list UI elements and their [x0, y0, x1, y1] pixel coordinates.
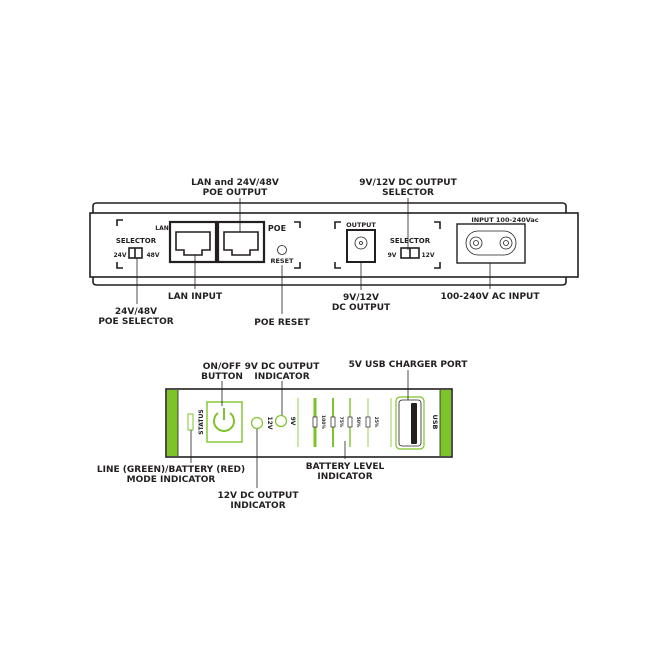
callout-on-off-1: ON/OFF	[203, 362, 241, 372]
callout-9v-indicator-1: 9V DC OUTPUT	[245, 362, 321, 372]
selector-text: SELECTOR	[116, 237, 157, 245]
poe-reset-button[interactable]	[277, 245, 287, 255]
9v-text: 9V	[388, 252, 397, 259]
front-panel: STATUS 12V 9V 100% 75% 50% 25% USB O	[97, 360, 468, 511]
lan-text: LAN	[155, 225, 169, 232]
dc-jack-socket	[354, 236, 368, 250]
selector-text: SELECTOR	[390, 237, 431, 245]
callout-battery-level-2: INDICATOR	[317, 472, 372, 482]
lan-input-port[interactable]	[168, 220, 218, 264]
callout-poe-selector-2: POE SELECTOR	[98, 317, 173, 327]
dc-output-jack[interactable]	[346, 229, 376, 263]
48v-text: 48V	[147, 252, 160, 259]
battery-led-100	[312, 416, 318, 428]
callout-battery-level-1: BATTERY LEVEL	[306, 462, 385, 472]
battery-level-indicator: 100% 75% 50% 25%	[312, 398, 379, 447]
callout-mode-indicator-1: LINE (GREEN)/BATTERY (RED)	[97, 465, 245, 475]
power-button[interactable]	[206, 401, 243, 443]
rear-top-edge	[92, 202, 567, 213]
24v-text: 24V	[114, 252, 127, 259]
usb-text: USB	[431, 415, 439, 430]
ac-pin	[503, 240, 509, 246]
output-text: OUTPUT	[346, 221, 376, 229]
rear-panel-face	[89, 212, 579, 278]
status-text: STATUS	[198, 409, 205, 434]
callout-lan-poe-output-2: POE OUTPUT	[203, 188, 269, 198]
usb-slot	[411, 403, 417, 444]
callout-12v-indicator-1: 12V DC OUTPUT	[218, 491, 300, 501]
poe-output-port[interactable]	[216, 220, 266, 264]
callout-dc-selector-2: SELECTOR	[382, 188, 434, 198]
battery-led-50	[347, 416, 353, 428]
callout-lan-poe-output-1: LAN and 24V/48V	[191, 178, 279, 188]
callout-dc-selector-1: 9V/12V DC OUTPUT	[359, 178, 457, 188]
callout-lan-input: LAN INPUT	[168, 292, 223, 302]
12v-led-text: 12V	[266, 417, 273, 430]
ac-pin	[469, 236, 483, 250]
dc-bracket	[334, 221, 441, 269]
callout-ac-input: 100-240V AC INPUT	[440, 292, 540, 302]
battery-text-75: 75%	[338, 417, 344, 428]
callout-usb-port: 5V USB CHARGER PORT	[349, 360, 469, 370]
ac-input-socket[interactable]	[456, 223, 526, 264]
9v-led-text: 9V	[289, 417, 296, 426]
rj45-icon	[175, 231, 211, 256]
ac-pin	[473, 240, 479, 246]
callout-poe-selector-1: 24V/48V	[115, 307, 157, 317]
right-end-cap	[440, 390, 451, 456]
battery-text-100: 100%	[320, 415, 326, 429]
rear-bottom-edge	[92, 277, 567, 286]
battery-text-50: 50%	[355, 417, 361, 428]
battery-text-25: 25%	[373, 417, 379, 428]
12v-text: 12V	[422, 252, 435, 259]
callout-9v-indicator-2: INDICATOR	[254, 372, 309, 382]
reset-text: RESET	[270, 257, 294, 265]
callout-dc-output-2: DC OUTPUT	[332, 303, 391, 313]
power-icon	[213, 412, 235, 432]
ac-pin	[499, 236, 513, 250]
callout-dc-output-1: 9V/12V	[343, 293, 379, 303]
9v-led	[274, 414, 288, 428]
callout-on-off-2: BUTTON	[201, 372, 243, 382]
left-end-cap	[167, 390, 178, 456]
input-rating-text: INPUT 100-240Vac	[471, 216, 538, 224]
dc-jack-pin	[359, 241, 363, 245]
battery-led-75	[330, 416, 336, 428]
front-panel-face	[165, 388, 453, 458]
callout-mode-indicator-2: MODE INDICATOR	[127, 475, 216, 485]
12v-led	[250, 416, 264, 430]
callout-poe-reset: POE RESET	[254, 318, 310, 328]
poe-bracket	[116, 219, 301, 269]
usb-port-surround	[395, 396, 425, 450]
rj45-icon	[223, 231, 259, 256]
usb-charger-port[interactable]	[398, 399, 422, 447]
battery-led-25	[365, 416, 371, 428]
poe-text: POE	[268, 224, 286, 233]
status-led	[187, 413, 194, 431]
iec-c8-icon	[465, 230, 517, 256]
callout-12v-indicator-2: INDICATOR	[230, 501, 285, 511]
rear-panel: SELECTOR 24V 48V LAN POE RESET OUTPUT SE…	[89, 178, 579, 328]
